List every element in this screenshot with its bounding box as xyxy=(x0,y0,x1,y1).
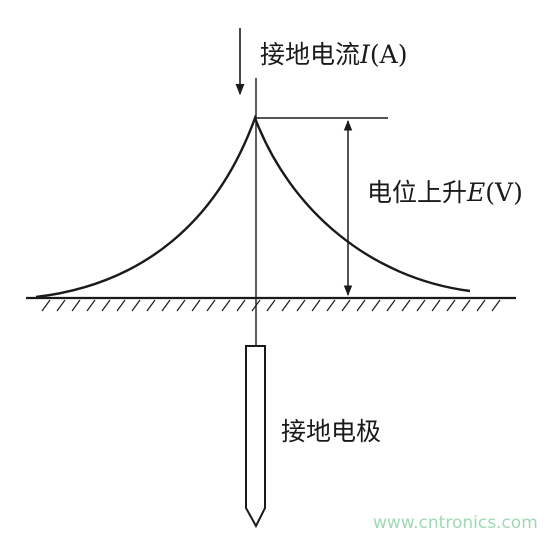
watermark-text: www.cntronics.com xyxy=(373,513,538,533)
hatch-mark xyxy=(401,299,411,312)
hatch-mark xyxy=(431,299,441,312)
hatch-mark xyxy=(146,299,156,312)
hatch-mark xyxy=(296,299,306,312)
hatch-mark xyxy=(281,299,291,312)
hatch-mark xyxy=(206,299,216,312)
hatch-mark xyxy=(311,299,321,312)
ground-electrode-rod xyxy=(245,345,266,529)
hatch-mark xyxy=(491,299,501,312)
hatch-mark xyxy=(461,299,471,312)
hatch-mark xyxy=(221,299,231,312)
hatch-mark xyxy=(356,299,366,312)
hatch-mark xyxy=(386,299,396,312)
hatch-mark xyxy=(101,299,111,312)
hatch-mark xyxy=(86,299,96,312)
hatch-mark xyxy=(341,299,351,312)
hatch-mark xyxy=(176,299,186,312)
hatch-mark xyxy=(116,299,126,312)
hatch-mark xyxy=(161,299,171,312)
hatch-mark xyxy=(71,299,81,312)
hatch-mark xyxy=(131,299,141,312)
hatch-mark xyxy=(251,299,261,312)
hatch-mark xyxy=(446,299,456,312)
potential-rise-label: 电位上升E(V) xyxy=(367,178,523,207)
ground-electrode-label: 接地电极 xyxy=(281,417,381,446)
hatch-mark xyxy=(191,299,201,312)
hatch-mark xyxy=(476,299,486,312)
potential-curve xyxy=(35,114,471,299)
hatch-mark xyxy=(41,299,51,312)
hatch-mark xyxy=(326,299,336,312)
ground-current-label: 接地电流I(A) xyxy=(260,40,407,69)
hatch-mark xyxy=(371,299,381,312)
hatch-mark xyxy=(236,299,246,312)
hatch-mark xyxy=(266,299,276,312)
hatch-mark xyxy=(56,299,66,312)
ground-hatching xyxy=(41,299,501,312)
hatch-mark xyxy=(416,299,426,312)
